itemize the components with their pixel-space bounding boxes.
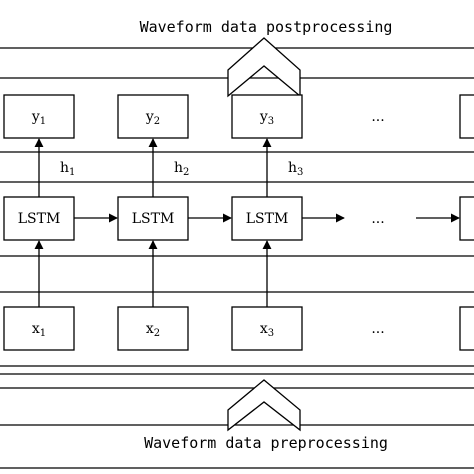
input-arrows <box>34 240 272 307</box>
postprocessing-chevron-icon <box>227 37 301 98</box>
output-row: y1 y2 y3 ... <box>3 94 474 139</box>
output-box-1 <box>3 94 75 139</box>
input-box-3 <box>231 306 303 351</box>
lstm-label-3: LSTM <box>246 211 289 227</box>
input-label-2: x2 <box>146 321 160 339</box>
lstm-cell-1 <box>3 196 75 241</box>
output-label-2: y2 <box>145 109 160 127</box>
input-row: x1 x2 x3 ... <box>3 306 474 351</box>
hidden-label-1: h1 <box>60 160 75 178</box>
postprocessing-title: Waveform data postprocessing <box>140 18 393 36</box>
lstm-label-1: LSTM <box>18 211 61 227</box>
input-box-1 <box>3 306 75 351</box>
output-box-2 <box>117 94 189 139</box>
hidden-label-3: h3 <box>288 160 303 178</box>
preprocessing-title: Waveform data preprocessing <box>144 434 388 452</box>
output-ellipsis: ... <box>371 109 384 125</box>
output-arrows <box>34 138 272 197</box>
band-lines <box>0 47 474 469</box>
hidden-labels: h1 h2 h3 <box>60 160 303 178</box>
input-ellipsis: ... <box>371 321 384 337</box>
input-box-partial <box>459 306 474 351</box>
output-label-1: y1 <box>31 109 46 127</box>
hidden-label-2: h2 <box>174 160 189 178</box>
lstm-ellipsis: ... <box>371 211 384 227</box>
preprocessing-chevron-icon <box>227 379 301 432</box>
input-box-2 <box>117 306 189 351</box>
lstm-cell-partial <box>459 196 474 241</box>
lstm-cell-3 <box>231 196 303 241</box>
input-label-3: x3 <box>260 321 274 339</box>
input-label-1: x1 <box>32 321 46 339</box>
lstm-label-2: LSTM <box>132 211 175 227</box>
output-box-partial <box>459 94 474 139</box>
output-label-3: y3 <box>259 109 274 127</box>
output-box-3 <box>231 94 303 139</box>
